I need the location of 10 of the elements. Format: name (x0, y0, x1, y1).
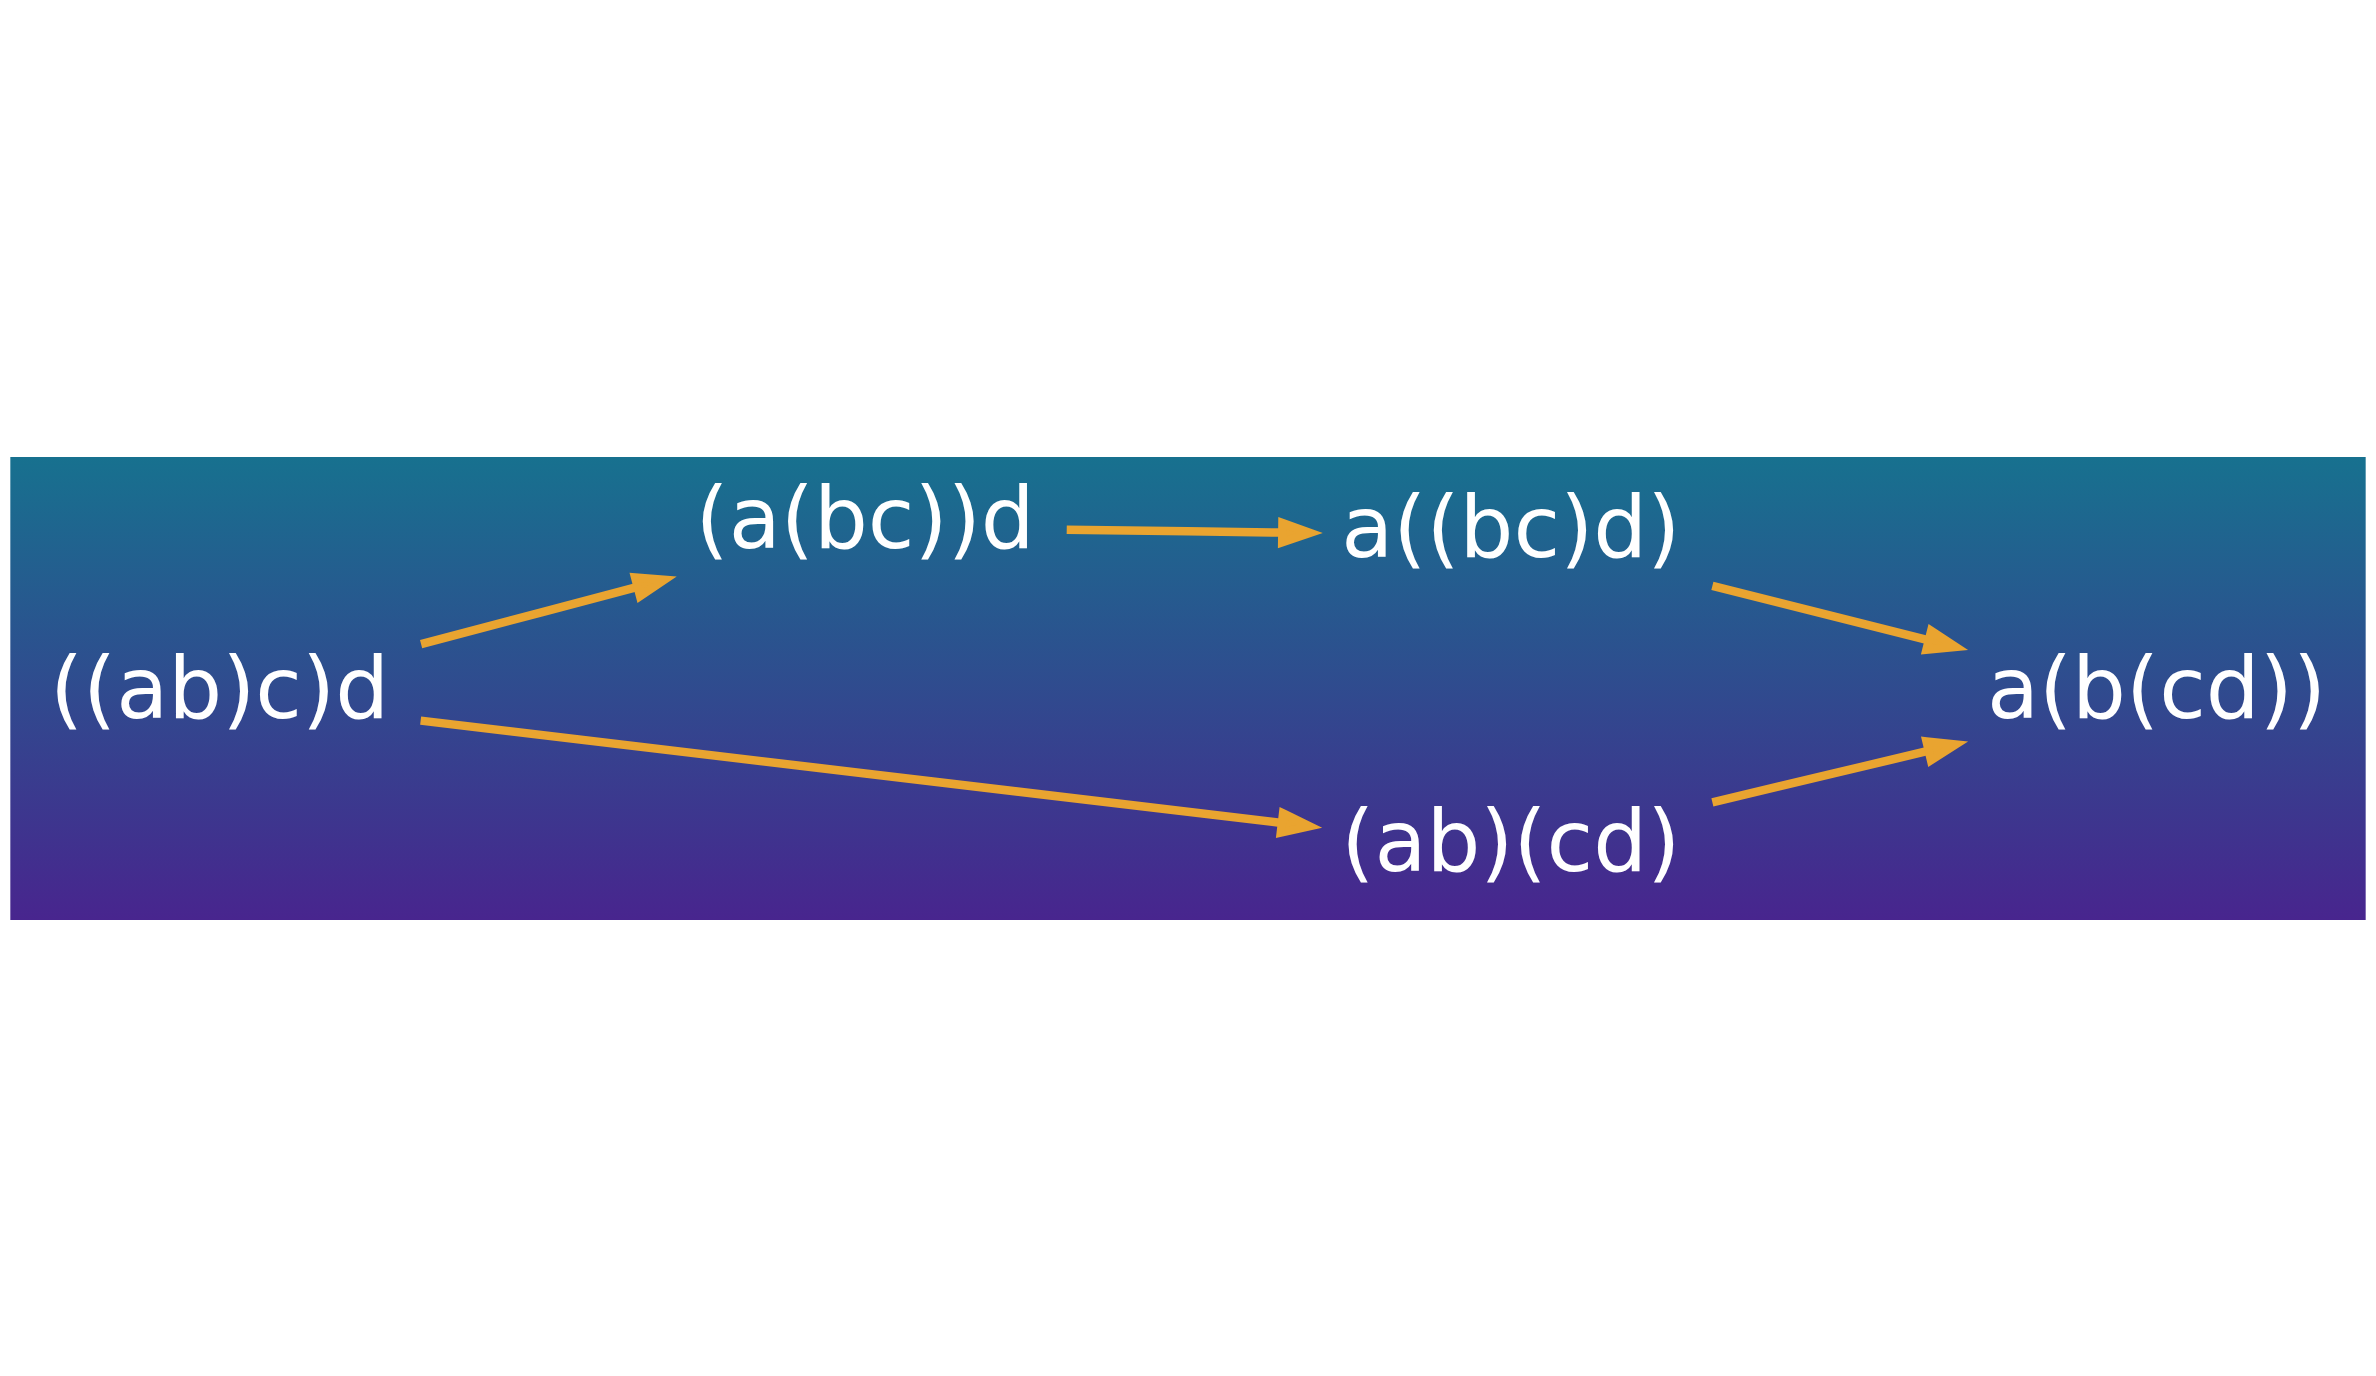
arrow (419, 572, 677, 648)
node-text: a((bc)d) (1341, 477, 1681, 577)
arrow (420, 715, 1323, 838)
arrow (1711, 581, 1969, 654)
arrow (1066, 516, 1323, 548)
node-text: (a(bc))d (695, 468, 1035, 568)
node-text: a(b(cd)) (1986, 638, 2327, 738)
node-text: (ab)(cd) (1341, 791, 1681, 891)
arrow (1711, 736, 1969, 806)
node-text: ((ab)c)d (49, 638, 390, 738)
